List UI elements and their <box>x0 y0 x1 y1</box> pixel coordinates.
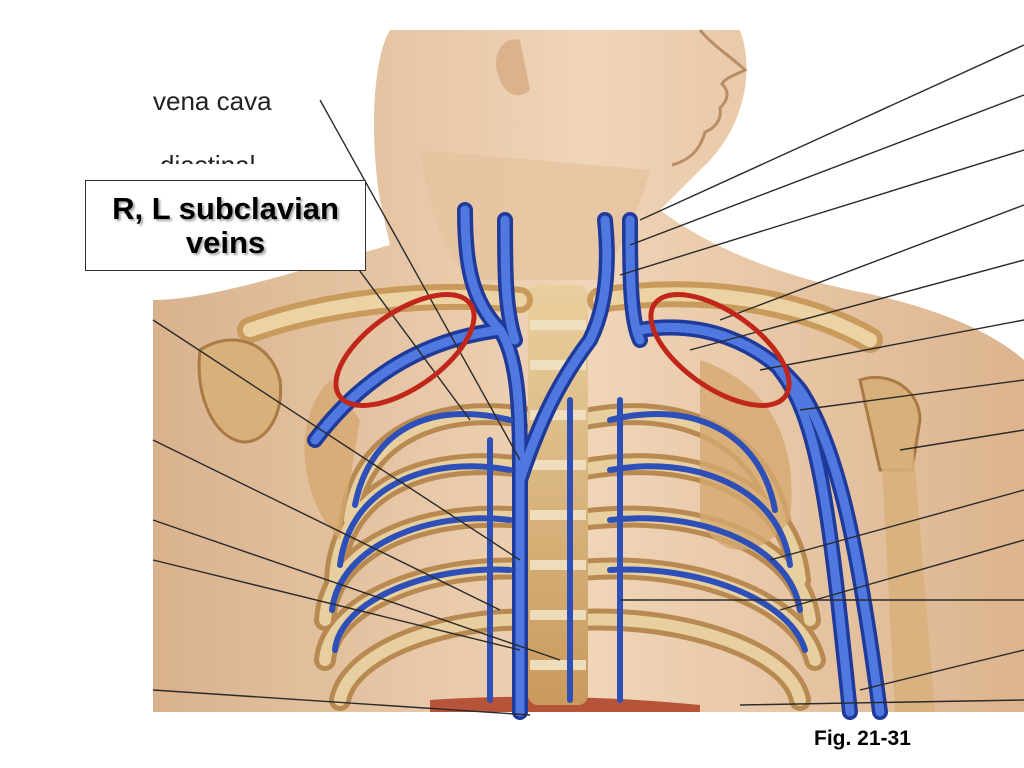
figure-caption: Fig. 21-31 <box>814 727 911 750</box>
right-subclavian-highlight <box>333 292 477 408</box>
label-mediastinal: diastinal <box>160 150 256 180</box>
callout-line-1: R, L subclavian <box>112 190 339 226</box>
callout-line-2: veins <box>185 224 266 260</box>
label-vena-cava: vena cava <box>153 86 272 116</box>
venous-system <box>307 202 888 720</box>
left-subclavian-highlight <box>648 292 792 408</box>
callout-box: R, L subclavian veins <box>85 180 366 271</box>
shoulder-bones <box>197 338 935 712</box>
subclavian-highlights <box>333 292 792 408</box>
leader-lines <box>152 44 1024 716</box>
